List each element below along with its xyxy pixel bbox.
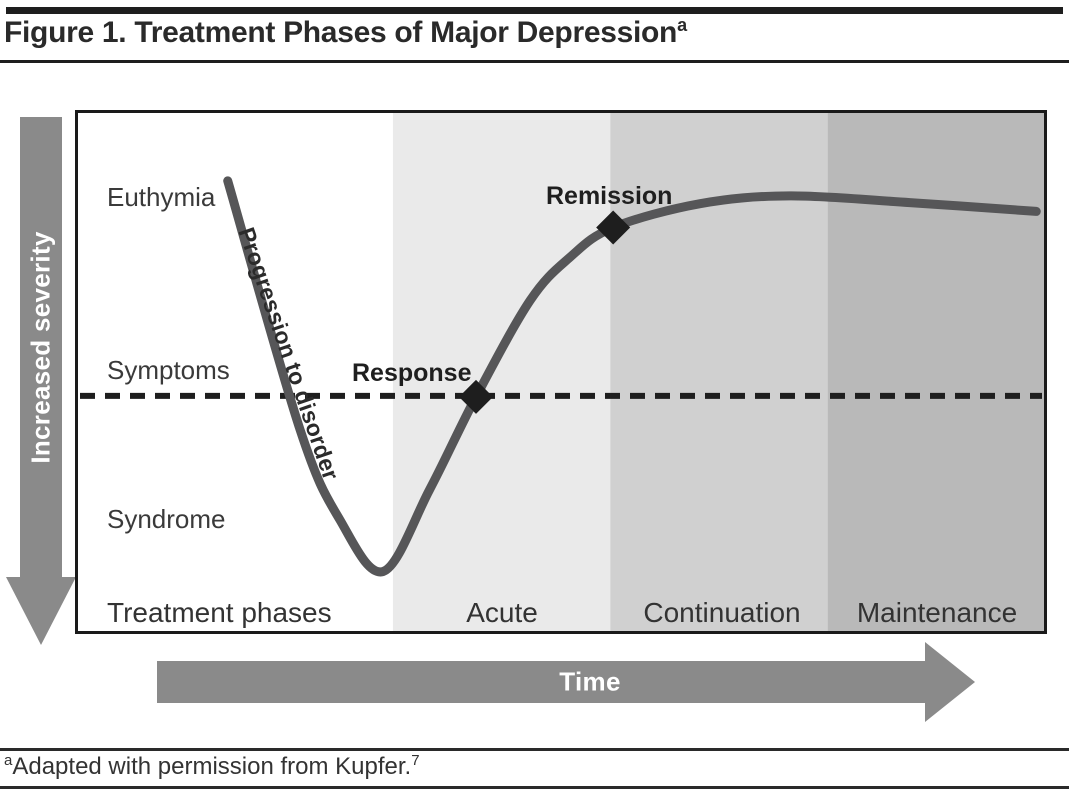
level-label-syndrome: Syndrome — [107, 504, 226, 534]
phase-label-maintenance: Maintenance — [856, 597, 1018, 628]
footnote-divider-top — [0, 748, 1069, 751]
footnote-text: Adapted with permission from Kupfer. — [12, 753, 412, 780]
plot-svg — [80, 113, 1044, 631]
footnote-divider-bottom — [0, 786, 1069, 789]
figure-title-superscript: a — [677, 15, 687, 35]
figure-title-text: Figure 1. Treatment Phases of Major Depr… — [4, 16, 678, 49]
footnote-superscript: a — [4, 752, 13, 769]
footnote: aAdapted with permission from Kupfer.7 — [4, 753, 420, 781]
phase-label-acute: Acute — [466, 597, 538, 628]
footnote-reference-number: 7 — [411, 752, 420, 769]
level-label-euthymia: Euthymia — [107, 182, 216, 212]
phase-region-maintenance — [827, 113, 1044, 631]
figure-title: Figure 1. Treatment Phases of Major Depr… — [4, 16, 687, 50]
time-axis-arrowhead-icon — [925, 642, 975, 722]
treatment-phases-label: Treatment phases — [107, 597, 332, 628]
title-divider — [0, 60, 1069, 63]
x-axis-label: Time — [559, 666, 621, 697]
phase-label-continuation: Continuation — [643, 597, 801, 628]
level-label-symptoms: Symptoms — [107, 355, 230, 385]
marker-diamond-response — [458, 379, 493, 414]
severity-axis-arrow-shaft: Increased severity — [20, 117, 62, 577]
phase-region-acute — [392, 113, 611, 631]
marker-label-response: Response — [352, 359, 472, 387]
severity-axis-arrowhead-icon — [6, 577, 76, 645]
marker-label-remission: Remission — [546, 182, 673, 210]
illness-course-curve — [223, 176, 1041, 577]
time-axis-arrow-shaft: Time — [157, 661, 925, 703]
header-top-bar — [6, 7, 1063, 14]
y-axis-label: Increased severity — [25, 230, 56, 464]
marker-diamond-remission — [596, 210, 631, 245]
